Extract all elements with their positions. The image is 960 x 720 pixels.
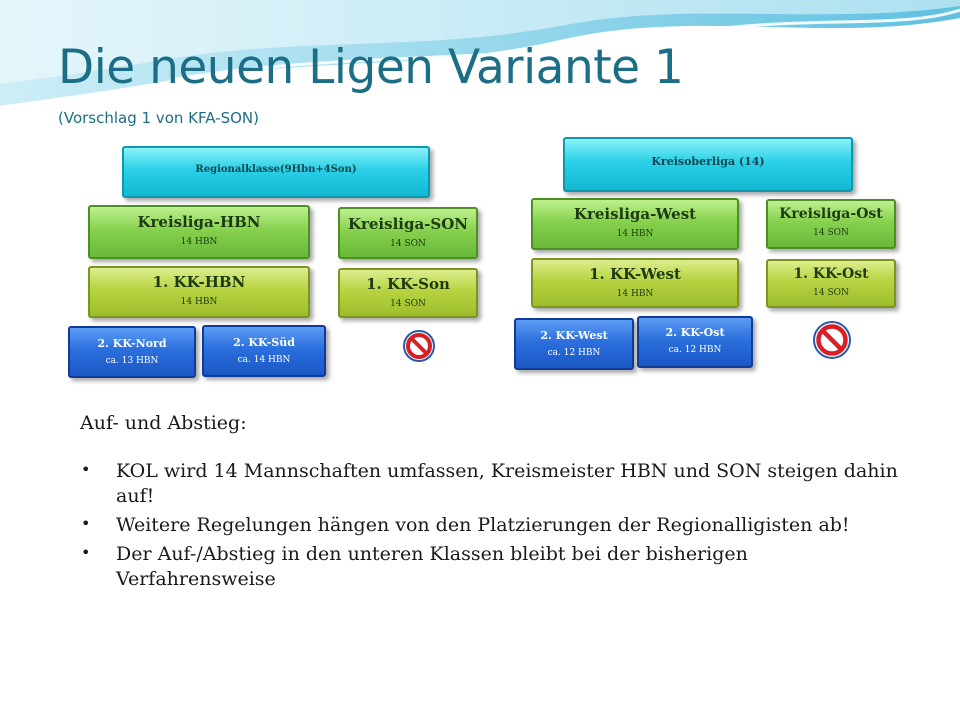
- box-title: Kreisliga-Ost: [779, 206, 883, 222]
- box-subtitle: ca. 12 HBN: [547, 348, 601, 359]
- box-2-kk-ost: 2. KK-Ost ca. 12 HBN: [637, 316, 753, 368]
- slide-title: Die neuen Ligen Variante 1: [58, 40, 684, 95]
- box-title: 2. KK-West: [540, 329, 608, 342]
- box-kreisliga-hbn: Kreisliga-HBN 14 HBN: [88, 205, 310, 259]
- box-kreisliga-ost: Kreisliga-Ost 14 SON: [766, 199, 896, 249]
- box-subtitle: 14 HBN: [180, 236, 218, 247]
- box-title: 1. KK-Son: [366, 275, 450, 293]
- box-2-kk-nord: 2. KK-Nord ca. 13 HBN: [68, 326, 196, 378]
- box-1-kk-hbn: 1. KK-HBN 14 HBN: [88, 266, 310, 318]
- list-item: Der Auf-/Abstieg in den unteren Klassen …: [80, 542, 900, 593]
- prohibition-icon: [403, 330, 435, 362]
- box-subtitle: 14 HBN: [616, 288, 654, 299]
- box-regionalklasse: Regionalklasse(9Hbn+4Son): [122, 146, 430, 198]
- box-kreisliga-son: Kreisliga-SON 14 SON: [338, 207, 478, 259]
- box-subtitle: ca. 14 HBN: [237, 355, 291, 366]
- box-title: 2. KK-Ost: [665, 326, 725, 339]
- box-title: 1. KK-Ost: [793, 266, 869, 282]
- box-title: Kreisliga-SON: [347, 215, 469, 233]
- box-title: Kreisliga-HBN: [137, 213, 261, 231]
- slide-subtitle: (Vorschlag 1 von KFA-SON): [58, 109, 259, 127]
- body-text: Auf- und Abstieg: KOL wird 14 Mannschaft…: [80, 412, 900, 596]
- box-1-kk-west: 1. KK-West 14 HBN: [531, 258, 739, 308]
- box-subtitle: 14 SON: [813, 288, 849, 299]
- box-subtitle: ca. 12 HBN: [668, 345, 722, 356]
- box-title: 2. KK-Süd: [233, 336, 295, 349]
- box-title: Regionalklasse(9Hbn+4Son): [195, 164, 357, 175]
- box-title: 2. KK-Nord: [97, 337, 167, 350]
- box-subtitle: ca. 13 HBN: [105, 356, 159, 367]
- box-subtitle: 14 HBN: [616, 228, 654, 239]
- bullet-list: KOL wird 14 Mannschaften umfassen, Kreis…: [80, 459, 900, 593]
- box-kreisliga-west: Kreisliga-West 14 HBN: [531, 198, 739, 250]
- box-subtitle: 14 SON: [813, 228, 849, 239]
- box-1-kk-ost: 1. KK-Ost 14 SON: [766, 259, 896, 308]
- prohibition-icon: [813, 321, 851, 359]
- box-title: Kreisliga-West: [573, 205, 697, 223]
- box-subtitle: 14 SON: [390, 238, 426, 249]
- background-waves: [0, 0, 960, 106]
- box-title: 1. KK-West: [589, 265, 681, 283]
- box-title: 1. KK-HBN: [152, 273, 246, 291]
- box-1-kk-son: 1. KK-Son 14 SON: [338, 268, 478, 318]
- box-subtitle: 14 SON: [390, 298, 426, 309]
- section-heading: Auf- und Abstieg:: [80, 412, 247, 434]
- box-title: Kreisoberliga (14): [651, 155, 765, 168]
- box-subtitle: 14 HBN: [180, 296, 218, 307]
- box-2-kk-sued: 2. KK-Süd ca. 14 HBN: [202, 325, 326, 377]
- box-kreisoberliga: Kreisoberliga (14): [563, 137, 853, 192]
- list-item: Weitere Regelungen hängen von den Platzi…: [80, 513, 900, 539]
- list-item: KOL wird 14 Mannschaften umfassen, Kreis…: [80, 459, 900, 510]
- box-2-kk-west: 2. KK-West ca. 12 HBN: [514, 318, 634, 370]
